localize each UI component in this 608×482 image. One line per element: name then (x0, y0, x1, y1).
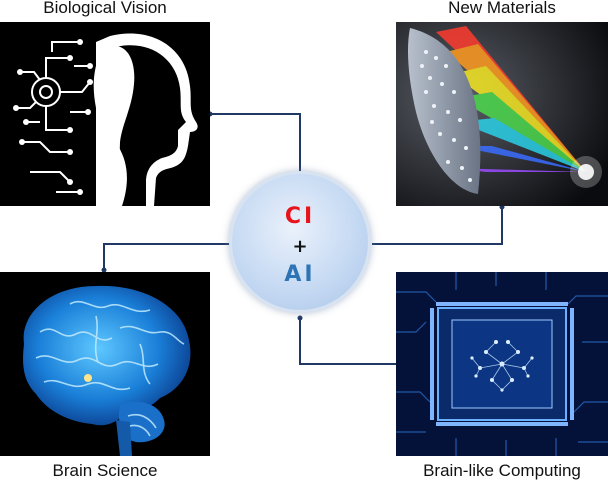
brain-like-computing-image (396, 272, 608, 456)
label-biological-vision: Biological Vision (43, 0, 167, 17)
ai-face-profile-icon (0, 22, 210, 206)
connector-new-materials (372, 206, 503, 245)
new-materials-image (396, 22, 608, 206)
hub-ci-label: CI (284, 204, 316, 229)
connector-brain-like-computing (299, 318, 396, 365)
biological-vision-image (0, 22, 210, 206)
brain-science-image (0, 272, 210, 456)
ci-ai-hub: CI + AI (232, 174, 368, 310)
brain-chip-icon (396, 272, 608, 456)
connector-dot (101, 267, 107, 273)
connector-dot (297, 315, 303, 321)
connector-biological-vision (210, 113, 301, 188)
glowing-brain-icon (0, 272, 210, 456)
label-brain-science: Brain Science (52, 461, 158, 480)
metalens-rainbow-icon (396, 22, 608, 206)
hub-plus-sign: + (292, 236, 308, 257)
hub-ai-label: AI (284, 262, 316, 287)
label-new-materials: New Materials (448, 0, 556, 17)
label-brain-like-computing: Brain-like Computing (423, 461, 581, 480)
connector-brain-science (103, 243, 230, 272)
